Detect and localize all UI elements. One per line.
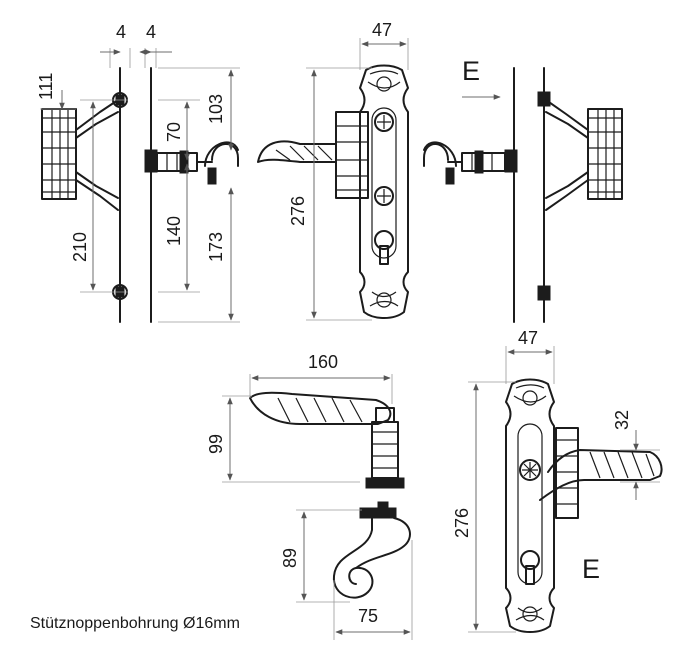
- dim-276-top: 276: [288, 196, 308, 226]
- lever-top-view: [222, 374, 405, 489]
- dim-99: 99: [206, 434, 226, 454]
- dim-75: 75: [358, 606, 378, 626]
- dim-111: 111: [36, 73, 56, 100]
- dim-210: 210: [70, 232, 90, 262]
- side-view-left: [40, 48, 240, 323]
- front-view-plate: [257, 38, 409, 321]
- dim-173: 173: [206, 232, 226, 262]
- dim-70: 70: [164, 122, 184, 142]
- front-view-plate-bottom: [468, 346, 663, 633]
- dim-47-top: 47: [372, 20, 392, 40]
- dim-4-right: 4: [146, 22, 156, 42]
- note-support-bore: Stütznoppenbohrung Ø16mm: [30, 615, 240, 632]
- dim-47-bottom: 47: [518, 328, 538, 348]
- dim-89: 89: [280, 548, 300, 568]
- dim-4-left: 4: [116, 22, 126, 42]
- dim-140: 140: [164, 216, 184, 246]
- spiral-rosette-view: [296, 501, 413, 640]
- dim-32: 32: [612, 410, 632, 430]
- dim-103: 103: [206, 94, 226, 124]
- side-view-right: [423, 67, 623, 323]
- view-label-e-top: E: [462, 56, 480, 86]
- dim-160: 160: [308, 352, 338, 372]
- dim-276-bottom: 276: [452, 508, 472, 538]
- view-label-e-bottom: E: [582, 554, 600, 584]
